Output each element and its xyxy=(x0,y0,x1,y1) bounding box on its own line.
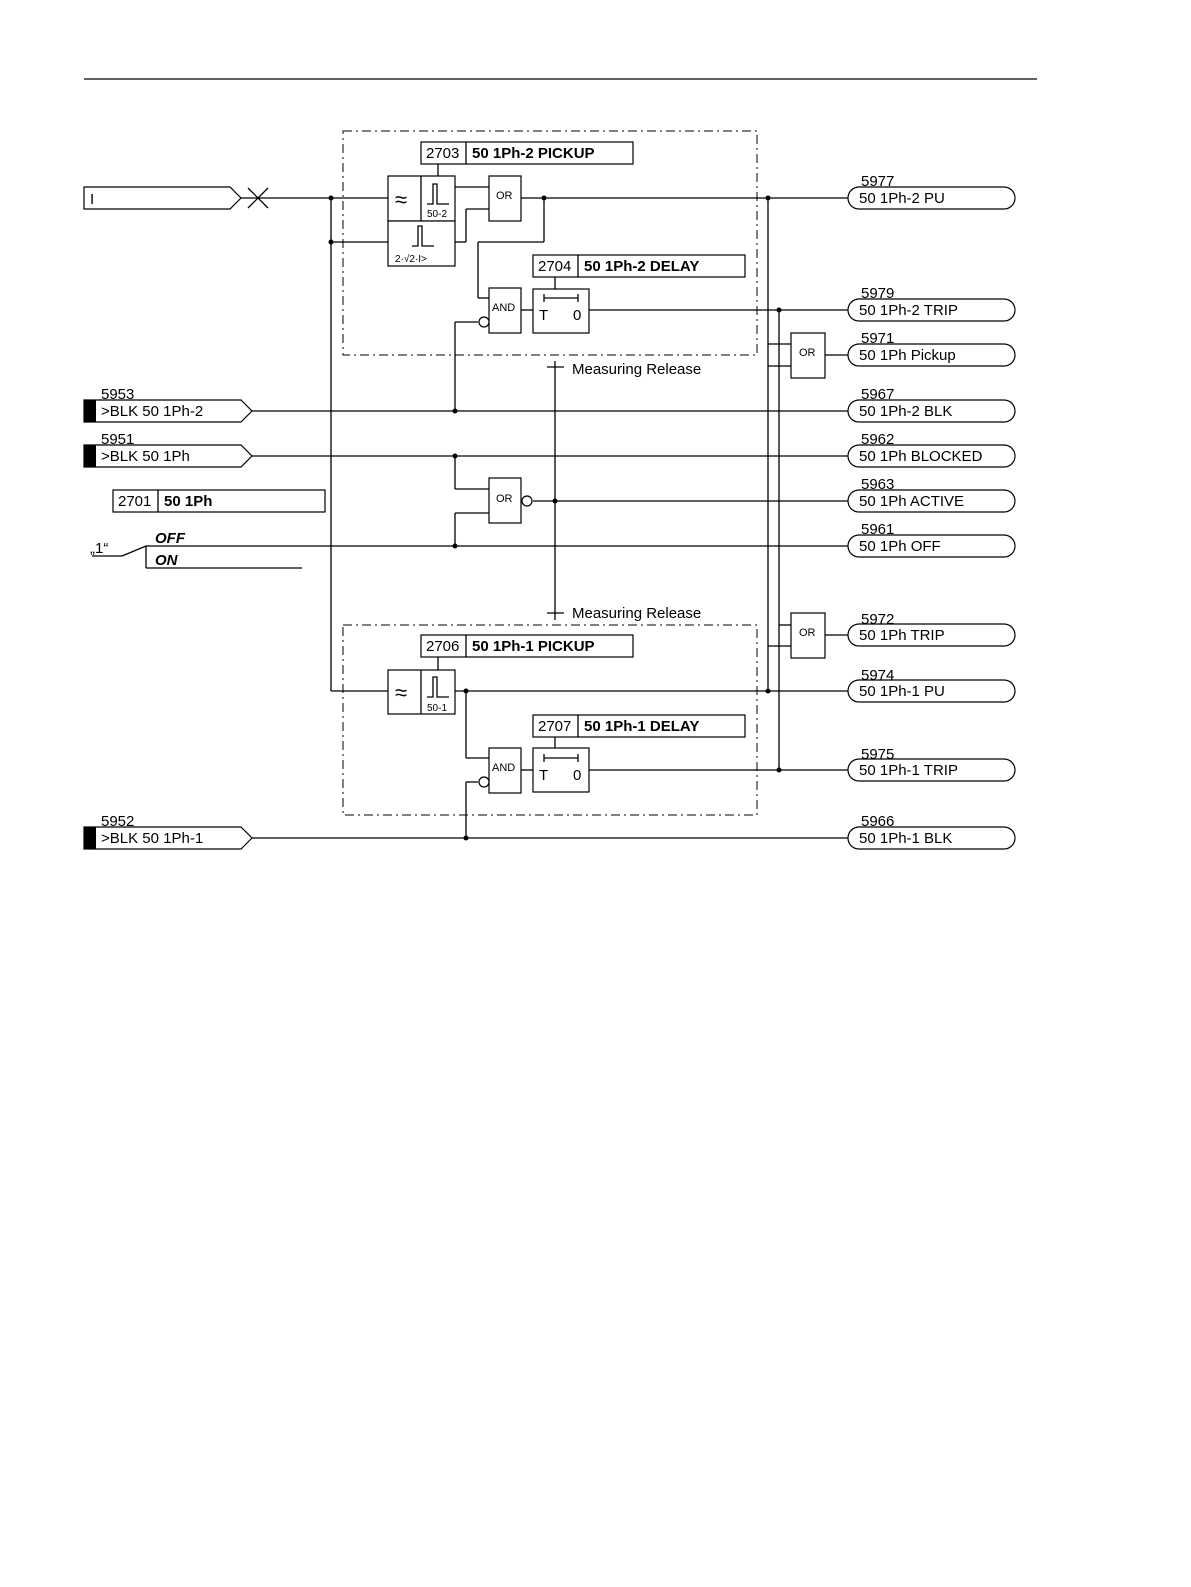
svg-text:OR: OR xyxy=(799,347,816,359)
output-number: 5962 xyxy=(861,431,894,448)
input-current-label: I xyxy=(90,191,94,208)
switch-off-label: OFF xyxy=(155,530,186,547)
input-current: I xyxy=(83,186,242,210)
setting-2701: 2701 50 1Ph xyxy=(112,489,326,513)
input-label: >BLK 50 1Ph xyxy=(101,448,190,465)
output-5979: 5979 50 1Ph-2 TRIP xyxy=(847,285,1016,322)
input-number: 5952 xyxy=(101,813,134,830)
svg-text:OR: OR xyxy=(496,493,513,505)
stage1-filter-block: ≈ 50-1 xyxy=(387,669,456,715)
or-gate-stage2: OR xyxy=(488,175,522,222)
switch-on-label: ON xyxy=(155,552,179,569)
output-number: 5961 xyxy=(861,521,894,538)
setting-number: 2707 xyxy=(538,718,571,735)
output-number: 5979 xyxy=(861,285,894,302)
output-label: 50 1Ph-1 TRIP xyxy=(859,762,958,779)
svg-text:T: T xyxy=(539,767,548,784)
setting-2707: 2707 50 1Ph-1 DELAY xyxy=(532,714,746,738)
output-5963: 5963 50 1Ph ACTIVE xyxy=(847,476,1016,513)
junction-dots xyxy=(328,195,782,841)
stage2-filter-block: ≈ 50-2 xyxy=(387,175,456,222)
input-blk-50-1ph-1: 5952 >BLK 50 1Ph-1 xyxy=(83,813,253,850)
output-label: 50 1Ph-1 BLK xyxy=(859,830,952,847)
wires xyxy=(92,164,848,839)
output-number: 5977 xyxy=(861,173,894,190)
output-label: 50 1Ph Pickup xyxy=(859,347,956,364)
svg-text:OR: OR xyxy=(496,190,513,202)
output-label: 50 1Ph-2 TRIP xyxy=(859,302,958,319)
output-5967: 5967 50 1Ph-2 BLK xyxy=(847,386,1016,423)
output-label: 50 1Ph-1 PU xyxy=(859,683,945,700)
svg-text:AND: AND xyxy=(492,302,515,314)
setting-number: 2701 xyxy=(118,493,151,510)
output-label: 50 1Ph BLOCKED xyxy=(859,448,983,465)
or-gate-active: OR xyxy=(488,477,533,524)
output-5961: 5961 50 1Ph OFF xyxy=(847,521,1016,558)
output-label: 50 1Ph OFF xyxy=(859,538,941,555)
input-blk-50-1ph-2: 5953 >BLK 50 1Ph-2 xyxy=(83,386,253,423)
stage-label: 50-1 xyxy=(427,703,447,714)
output-number: 5967 xyxy=(861,386,894,403)
filter-icon: ≈ xyxy=(395,187,407,212)
and-gate-stage2: AND xyxy=(478,287,522,334)
output-5962: 5962 50 1Ph BLOCKED xyxy=(847,431,1016,468)
or-gate-trip: OR xyxy=(790,612,826,659)
setting-label: 50 1Ph xyxy=(164,493,212,510)
or-gate-pickup: OR xyxy=(790,332,826,379)
output-number: 5966 xyxy=(861,813,894,830)
input-blk-50-1ph: 5951 >BLK 50 1Ph xyxy=(83,431,253,468)
peak-formula: 2·√2·I> xyxy=(395,253,427,265)
output-5966: 5966 50 1Ph-1 BLK xyxy=(847,813,1016,850)
svg-text:0: 0 xyxy=(573,307,581,324)
measuring-release-label-lower: Measuring Release xyxy=(572,605,701,622)
output-5971: 5971 50 1Ph Pickup xyxy=(847,330,1016,367)
setting-label: 50 1Ph-2 DELAY xyxy=(584,258,699,275)
measuring-release-label-upper: Measuring Release xyxy=(572,361,701,378)
stage1-measuring-frame xyxy=(342,624,758,816)
threshold-icon xyxy=(412,225,434,247)
setting-number: 2703 xyxy=(426,145,459,162)
output-number: 5971 xyxy=(861,330,894,347)
setting-label: 50 1Ph-1 PICKUP xyxy=(472,638,595,655)
setting-2706: 2706 50 1Ph-1 PICKUP xyxy=(420,634,634,658)
output-label: 50 1Ph ACTIVE xyxy=(859,493,964,510)
output-5974: 5974 50 1Ph-1 PU xyxy=(847,667,1016,703)
stage-label: 50-2 xyxy=(427,209,447,220)
output-5975: 5975 50 1Ph-1 TRIP xyxy=(847,746,1016,782)
setting-number: 2706 xyxy=(426,638,459,655)
filter-icon: ≈ xyxy=(395,680,407,705)
output-5977: 5977 50 1Ph-2 PU xyxy=(847,173,1016,210)
setting-2704: 2704 50 1Ph-2 DELAY xyxy=(532,254,746,278)
svg-text:AND: AND xyxy=(492,762,515,774)
threshold-icon xyxy=(427,183,449,205)
setting-number: 2704 xyxy=(538,258,571,275)
stage2-measuring-frame xyxy=(342,130,758,356)
input-label: >BLK 50 1Ph-1 xyxy=(101,830,203,847)
input-flag-marker xyxy=(84,827,96,849)
setting-label: 50 1Ph-2 PICKUP xyxy=(472,145,595,162)
setting-label: 50 1Ph-1 DELAY xyxy=(584,718,699,735)
svg-text:0: 0 xyxy=(573,767,581,784)
svg-text:OR: OR xyxy=(799,627,816,639)
switch-one-label: „1“ xyxy=(90,540,108,557)
setting-2703: 2703 50 1Ph-2 PICKUP xyxy=(420,141,634,165)
output-label: 50 1Ph-2 PU xyxy=(859,190,945,207)
timer-stage2: T 0 xyxy=(532,288,590,334)
stage2-peak-block: 2·√2·I> xyxy=(387,220,456,267)
output-5972: 5972 50 1Ph TRIP xyxy=(847,611,1016,647)
output-label: 50 1Ph TRIP xyxy=(859,627,945,644)
timer-stage1: T 0 xyxy=(532,747,590,793)
output-label: 50 1Ph-2 BLK xyxy=(859,403,952,420)
and-gate-stage1: AND xyxy=(478,747,522,794)
input-number: 5953 xyxy=(101,386,134,403)
input-flag-marker xyxy=(84,445,96,467)
input-flag-marker xyxy=(84,400,96,422)
input-label: >BLK 50 1Ph-2 xyxy=(101,403,203,420)
svg-text:T: T xyxy=(539,307,548,324)
threshold-icon xyxy=(427,676,449,698)
input-number: 5951 xyxy=(101,431,134,448)
output-number: 5963 xyxy=(861,476,894,493)
